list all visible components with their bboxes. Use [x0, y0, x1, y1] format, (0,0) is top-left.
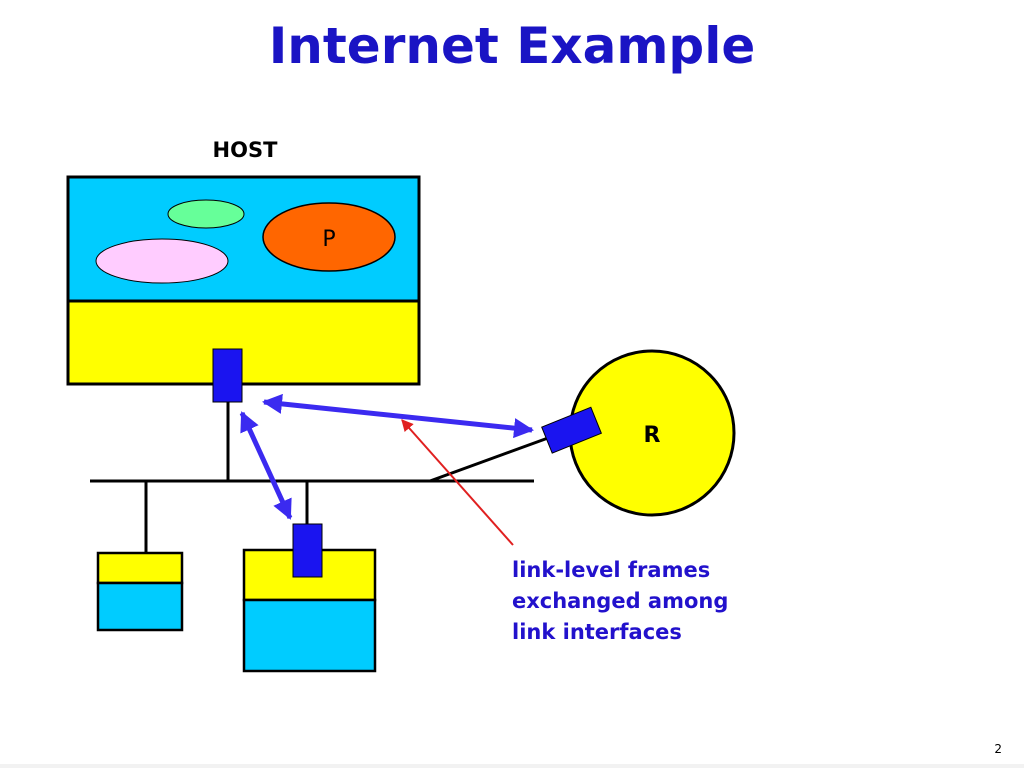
frame-arrow-host-router — [262, 393, 534, 439]
host-label: HOST — [212, 138, 278, 162]
slide-title: Internet Example — [268, 17, 756, 75]
middle-host-interface — [292, 523, 323, 578]
host-box: P — [66, 175, 421, 386]
caption-pointer-arrow — [401, 419, 514, 546]
process-p-label: P — [322, 227, 335, 252]
small-host-left — [96, 551, 184, 632]
caption-text: link-level frames exchanged among link i… — [512, 555, 728, 648]
router-interface — [541, 406, 603, 454]
caption-line: link interfaces — [512, 620, 682, 644]
green-process-ellipse — [167, 199, 245, 229]
host-network-layer — [66, 299, 421, 386]
host-interface — [212, 348, 243, 403]
pink-process-ellipse — [95, 238, 229, 284]
bottom-rule — [0, 764, 1024, 768]
caption-line: link-level frames — [512, 558, 711, 582]
caption-line: exchanged among — [512, 589, 729, 613]
process-p-ellipse — [262, 202, 396, 272]
frame-arrow-host-host — [239, 411, 293, 520]
page-number: 2 — [994, 742, 1002, 756]
router-label: R — [644, 423, 661, 448]
small-host-middle — [242, 548, 377, 673]
